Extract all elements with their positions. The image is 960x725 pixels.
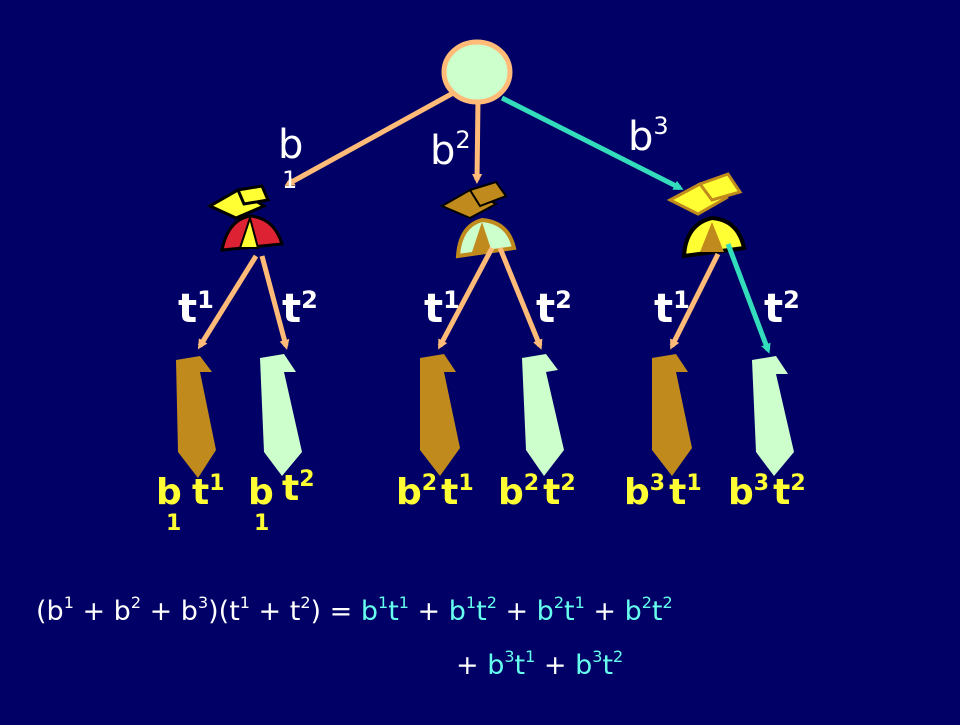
tie-leaf-2-icon bbox=[260, 354, 302, 476]
edge-b2-t2 bbox=[497, 247, 543, 350]
svg-text:t2: t2 bbox=[282, 467, 315, 509]
label-t2-g2: t2 bbox=[536, 286, 572, 332]
svg-text:b2t2: b2t2 bbox=[498, 471, 576, 513]
svg-text:1: 1 bbox=[166, 511, 181, 536]
bowtie-hat-b1-icon bbox=[206, 184, 284, 252]
tie-leaf-4-icon bbox=[522, 354, 564, 476]
edge-root-b3 bbox=[500, 95, 684, 191]
label-b3: b3 bbox=[628, 112, 669, 160]
edge-root-b2 bbox=[472, 99, 483, 184]
edge-b2-t1 bbox=[437, 246, 495, 350]
leaf-label-b1t2: b 1 t2 bbox=[248, 467, 315, 536]
label-t2-g3: t2 bbox=[764, 286, 800, 332]
equation-line-2: + b3t1 + b3t2 bbox=[456, 647, 623, 681]
label-b1-sub: 1 bbox=[282, 166, 297, 194]
label-t2-g1: t2 bbox=[282, 286, 318, 332]
equation-line-1: (b1 + b2 + b3)(t1 + t2) = b1t1 + b1t2 + … bbox=[36, 593, 673, 627]
label-b2: b2 bbox=[430, 126, 471, 174]
tie-leaf-3-icon bbox=[420, 354, 460, 476]
svg-text:b3t1: b3t1 bbox=[624, 471, 702, 513]
bowtie-hat-b2-icon bbox=[439, 180, 517, 259]
edge-b1-t2 bbox=[259, 255, 290, 350]
edge-b1-t1 bbox=[197, 254, 259, 350]
edge-root-b1 bbox=[284, 89, 457, 187]
svg-text:b: b bbox=[248, 472, 274, 513]
leaf-label-b1t1: b 1 t1 bbox=[156, 471, 225, 536]
edge-b3-t1 bbox=[669, 252, 721, 350]
svg-text:b2t1: b2t1 bbox=[396, 471, 474, 513]
bowtie-hat-b3-icon bbox=[666, 172, 747, 259]
label-t1-g2: t1 bbox=[424, 286, 460, 332]
svg-text:b3t2: b3t2 bbox=[728, 471, 806, 513]
label-b1: b bbox=[278, 122, 303, 168]
root-node bbox=[441, 39, 513, 105]
edge-b3-t2 bbox=[725, 243, 771, 354]
tie-leaf-1-icon bbox=[176, 356, 216, 478]
tie-leaf-5-icon bbox=[652, 354, 692, 476]
label-t1-g1: t1 bbox=[178, 286, 214, 332]
svg-text:b: b bbox=[156, 472, 182, 513]
label-t1-g3: t1 bbox=[654, 286, 690, 332]
svg-text:t1: t1 bbox=[192, 471, 225, 513]
tie-leaf-6-icon bbox=[752, 356, 794, 476]
svg-text:1: 1 bbox=[254, 511, 269, 536]
